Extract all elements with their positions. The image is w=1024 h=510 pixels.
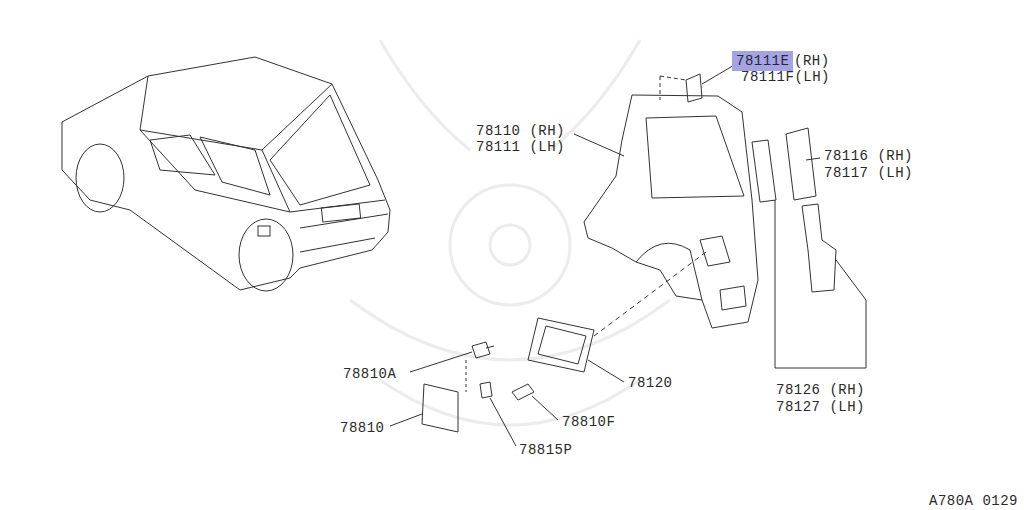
leader-line [390,414,422,426]
part-number: 78127 (LH) [776,399,865,415]
bracket-78111 [686,74,702,102]
leader-line [702,64,736,84]
watermark [350,40,670,425]
part-number: 78111E [736,53,789,69]
part-number: 78117 (LH) [824,165,913,181]
part-number: 78810F [562,414,615,430]
leader-line [806,158,820,160]
spring-78810F [512,384,534,400]
housing-78120 [528,318,594,372]
rear-window [270,95,370,205]
dashed-line [660,76,686,100]
watermark-wheel [450,185,570,305]
part-number: 78116 (RH) [824,148,913,164]
highlight-box: 78111E [732,51,793,71]
leader-line [588,360,624,382]
part-number: 78120 [628,375,673,391]
panel-outline [584,95,758,328]
car-side [140,130,290,212]
watermark-hub [490,225,530,265]
tailgate-lines [290,200,388,252]
leader-line [490,398,516,446]
part-number: 78810 [340,420,385,436]
lamp-opening [720,286,746,310]
pillar-78116 [752,128,816,202]
dashed-line [466,360,467,392]
fuel-lid [258,226,270,236]
wheel-arch [636,243,702,300]
part-number: (RH) [794,53,830,69]
fuel-opening [700,236,730,266]
car-roofline [140,76,332,150]
front-wheel [76,144,124,212]
leader-line [532,396,558,420]
side-windows [150,135,270,195]
plate [321,204,360,222]
part-number: 78111 (LH) [476,139,565,155]
car-body [62,57,390,290]
bolt-78810A [472,342,494,358]
watermark-mask [350,300,670,425]
leader-line [410,352,472,372]
figure-code: A780A 0129 [929,493,1018,509]
dashed-line [594,252,706,336]
lid-78810 [422,384,458,432]
parts [422,74,866,432]
pillar-78126 [802,204,836,292]
part-number: 78815P [519,442,572,458]
bumper-78815P [480,382,492,398]
leader-line [574,134,624,156]
quarter-panel [584,95,758,328]
part-number: 78110 (RH) [476,123,565,139]
part-number: 78810A [343,366,396,382]
part-number: 78126 (RH) [776,382,865,398]
part-number: 78111F(LH) [741,69,830,85]
panel-window [646,116,744,198]
watermark-horns [380,40,640,150]
car-sketch [62,57,390,291]
rear-wheel [239,219,293,291]
bracket-lines [775,200,866,368]
leader-lines [390,64,820,446]
